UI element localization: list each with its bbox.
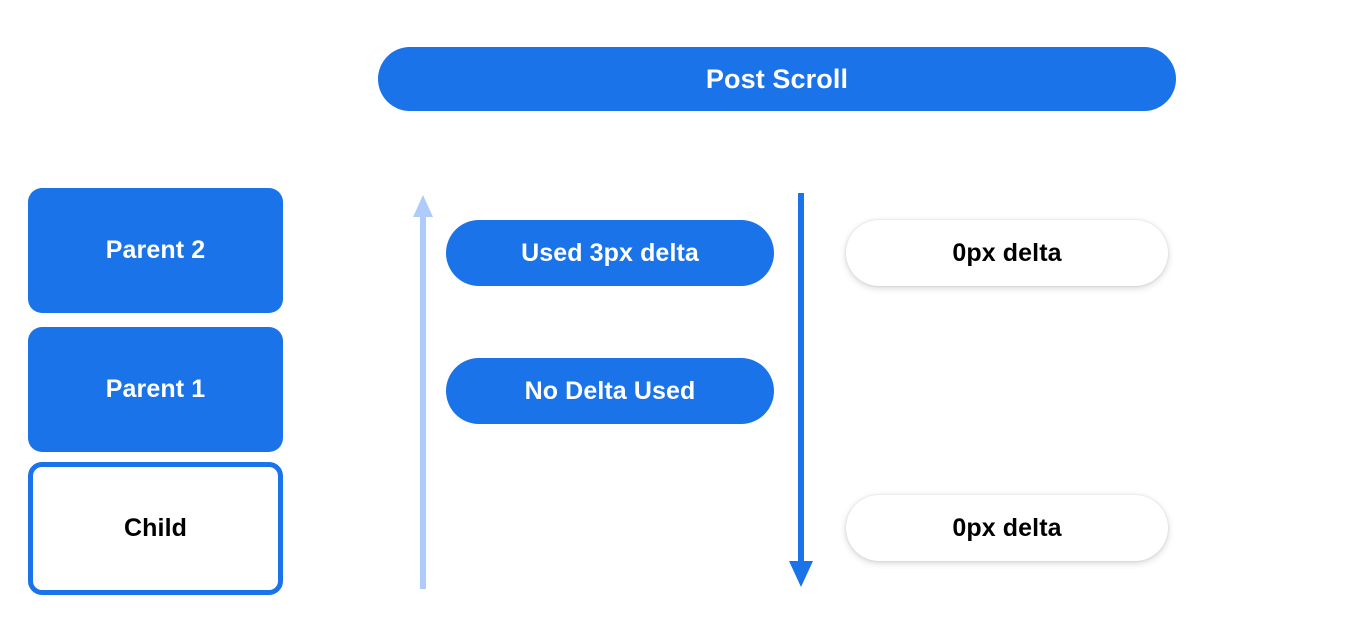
delta-pill-top-label: 0px delta <box>952 238 1062 267</box>
bubbling-arrow-up-icon <box>413 195 433 589</box>
stack-box-parent-2: Parent 2 <box>28 188 283 313</box>
consumption-pill-no-delta: No Delta Used <box>446 358 774 424</box>
stack-box-child: Child <box>28 462 283 595</box>
consumption-pill-used-delta-label: Used 3px delta <box>521 238 699 267</box>
post-scroll-banner: Post Scroll <box>378 47 1176 111</box>
delta-pill-bottom: 0px delta <box>846 495 1168 561</box>
stack-box-parent-2-label: Parent 2 <box>105 236 206 264</box>
delta-pill-top: 0px delta <box>846 220 1168 286</box>
scrolling-arrow-down-icon <box>789 193 813 587</box>
post-scroll-banner-label: Post Scroll <box>705 63 849 94</box>
stack-box-child-label: Child <box>124 514 187 542</box>
consumption-pill-used-delta: Used 3px delta <box>446 220 774 286</box>
delta-pill-bottom-label: 0px delta <box>952 513 1062 542</box>
consumption-pill-no-delta-label: No Delta Used <box>524 376 696 405</box>
stack-box-parent-1-label: Parent 1 <box>105 375 206 403</box>
stack-box-parent-1: Parent 1 <box>28 327 283 452</box>
